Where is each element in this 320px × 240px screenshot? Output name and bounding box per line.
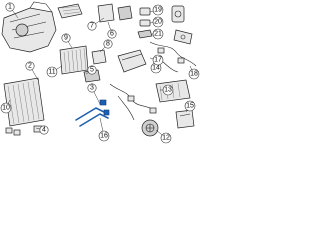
callout-number-6: 6 [110,31,114,38]
callout-circle-20 [152,16,164,28]
callout-circle-10 [0,102,12,114]
callout-number-2: 2 [28,63,32,70]
callout-circle-3 [87,83,97,93]
callout-number-16: 16 [100,133,108,140]
callout-number-17: 17 [154,57,162,64]
blower-cover [97,3,133,23]
callout-circle-16 [98,130,110,142]
highlighted-coolant-pipes [75,99,110,127]
callout-circle-2 [25,61,35,71]
callout-circle-8 [103,39,113,49]
callout-circle-1 [5,2,15,12]
callout-circle-13 [162,84,174,96]
callout-number-21: 21 [154,31,162,38]
callout-number-13: 13 [164,87,172,94]
callout-circle-4 [39,125,49,135]
cabin-filter-frame [57,3,83,19]
callout-circle-9 [61,33,71,43]
callout-number-8: 8 [106,41,110,48]
blower-resistor [175,109,195,129]
callout-number-5: 5 [90,67,94,74]
clip-set [5,125,43,136]
callout-number-20: 20 [154,19,162,26]
callout-number-10: 10 [2,105,10,112]
callout-circle-19 [152,4,164,16]
callout-number-19: 19 [154,7,162,14]
wiring-harness-lower [109,83,157,121]
callout-number-7: 7 [90,23,94,30]
callout-number-18: 18 [190,71,198,78]
hvac-housing [1,1,57,53]
evaporator-core [3,77,45,127]
connector-group-top [137,7,153,39]
callout-circle-21 [152,28,164,40]
callout-circle-7 [87,21,97,31]
heater-core [59,45,89,75]
callout-circle-18 [188,68,200,80]
callout-circle-17 [152,54,164,66]
mounting-bracket [173,29,193,45]
callout-circle-15 [184,100,196,112]
callout-number-12: 12 [162,135,170,142]
callout-number-1: 1 [8,4,12,11]
callout-number-11: 11 [48,69,55,76]
blower-motor [141,119,159,137]
callout-number-15: 15 [186,103,194,110]
air-duct [117,49,147,73]
callout-circle-5 [87,65,97,75]
callout-circle-6 [107,29,117,39]
callout-number-14: 14 [152,65,160,72]
callout-circle-12 [160,132,172,144]
actuator-motor [171,5,185,23]
air-flap [83,49,107,83]
callout-circle-11 [46,66,58,78]
callout-number-4: 4 [42,127,46,134]
callout-number-9: 9 [64,35,68,42]
callout-number-3: 3 [90,85,94,92]
